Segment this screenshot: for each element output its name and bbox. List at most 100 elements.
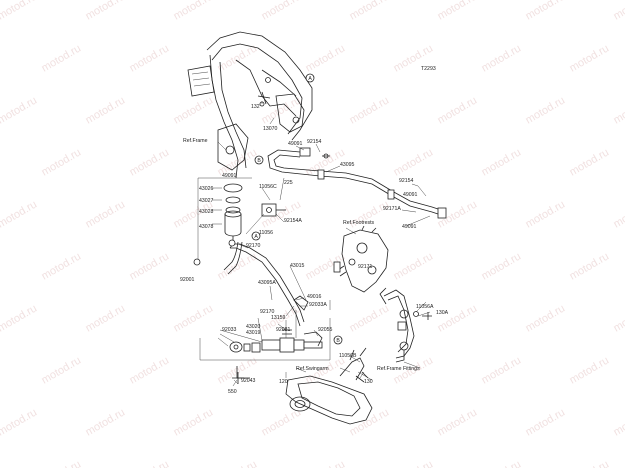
reservoir-kit [193,177,305,327]
label-92033a: 92033A [309,302,327,308]
watermark-text: motod.ru [524,406,568,438]
watermark-text: motod.ru [568,354,612,386]
label-92154a: 92154A [284,218,302,224]
label-92033: 92033 [222,327,237,333]
label-550: 550 [228,389,237,395]
watermark-text: motod.ru [128,250,172,282]
label-11056: 11056 [259,230,273,236]
leader-lines [217,101,431,387]
watermark-text: motod.ru [260,94,304,126]
callout-b-marker-low: B [333,335,343,345]
svg-text:B: B [257,158,261,164]
label-43015: 43015 [290,263,305,269]
label-92171: 92171 [358,264,373,270]
watermark-text: motod.ru [260,406,304,438]
label-49016: 49016 [307,294,322,300]
watermark-text: motod.ru [568,458,612,468]
frame-section [187,31,313,179]
label-92171a: 92171A [383,206,401,212]
label-13070: 13070 [263,126,278,132]
label-43019: 43019 [246,330,261,336]
watermark-text: motod.ru [480,354,524,386]
label-92170-b: 92170 [260,309,275,315]
label-92043: 92043 [241,378,256,384]
watermark-text: motod.ru [172,94,216,126]
label-43078: 43078 [199,224,214,230]
label-11056b: 11056B [339,353,357,359]
watermark-text: motod.ru [480,146,524,178]
label-92055: 92055 [318,327,333,333]
watermark-text: motod.ru [568,250,612,282]
label-ref-frame: Ref.Frame [183,138,208,144]
label-49091-a: 49091 [288,141,303,147]
watermark-text: motod.ru [348,406,392,438]
watermark-text: motod.ru [172,0,216,23]
watermark-text: motod.ru [392,250,436,282]
watermark-text: motod.ru [392,146,436,178]
svg-text:A: A [254,234,258,240]
svg-text:A: A [308,76,312,82]
watermark-text: motod.ru [612,94,625,126]
label-ref-frame-fittings: Ref.Frame Fittings [377,366,420,372]
watermark-text: motod.ru [40,458,84,468]
label-49091-b: 49091 [222,173,237,179]
watermark-text: motod.ru [304,42,348,74]
label-43095a: 43095A [258,280,276,286]
label-43028: 43028 [199,209,214,215]
watermark-text: motod.ru [0,198,39,230]
label-11056a: 11056A [416,304,434,310]
label-43026: 43026 [199,186,214,192]
watermark-text: motod.ru [128,146,172,178]
diagram-id: T2293 [421,66,436,72]
callout-a-marker-top: A [305,73,315,83]
watermark-text: motod.ru [0,406,39,438]
watermark-text: motod.ru [480,42,524,74]
watermark-text: motod.ru [172,302,216,334]
watermark-text: motod.ru [524,94,568,126]
watermark-text: motod.ru [348,94,392,126]
label-120: 120 [279,379,288,385]
brake-hose-upper [267,147,447,219]
callout-a-marker-mid: A [251,231,261,241]
label-92170-a: 92170 [246,243,261,249]
watermark-text: motod.ru [172,406,216,438]
brake-pedal [379,287,432,363]
watermark-text: motod.ru [304,458,348,468]
label-130: 130 [364,379,373,385]
watermark-text: motod.ru [128,354,172,386]
label-132: 132 [251,104,260,110]
label-43020: 43020 [246,324,261,330]
label-43027: 43027 [199,198,214,204]
label-225: 225 [284,180,293,186]
watermark-text: motod.ru [524,0,568,23]
watermark-text: motod.ru [304,250,348,282]
label-11056c: 11056C [259,184,277,190]
watermark-text: motod.ru [84,0,128,23]
watermark-text: motod.ru [84,406,128,438]
callout-b-marker-left: B [254,155,264,165]
watermark-text: motod.ru [40,250,84,282]
label-49091-c: 49091 [403,192,418,198]
watermark-text: motod.ru [40,42,84,74]
watermark-text: motod.ru [0,94,39,126]
watermark-text: motod.ru [524,302,568,334]
watermark-text: motod.ru [0,0,39,23]
footrest-bracket [333,225,389,293]
swingarm-section [285,347,373,425]
label-92154-a: 92154 [307,139,322,145]
master-cylinder [199,295,331,384]
watermark-text: motod.ru [348,302,392,334]
watermark-text: motod.ru [524,198,568,230]
label-92001: 92001 [180,277,195,283]
label-92154-b: 92154 [399,178,414,184]
watermark-text: motod.ru [40,354,84,386]
watermark-text: motod.ru [84,94,128,126]
watermark-text: motod.ru [480,250,524,282]
label-ref-footrests: Ref.Footrests [343,220,375,226]
label-ref-swingarm: Ref.Swingarm [296,366,329,372]
watermark-text: motod.ru [0,302,39,334]
svg-text:B: B [336,338,340,344]
watermark-text: motod.ru [480,458,524,468]
